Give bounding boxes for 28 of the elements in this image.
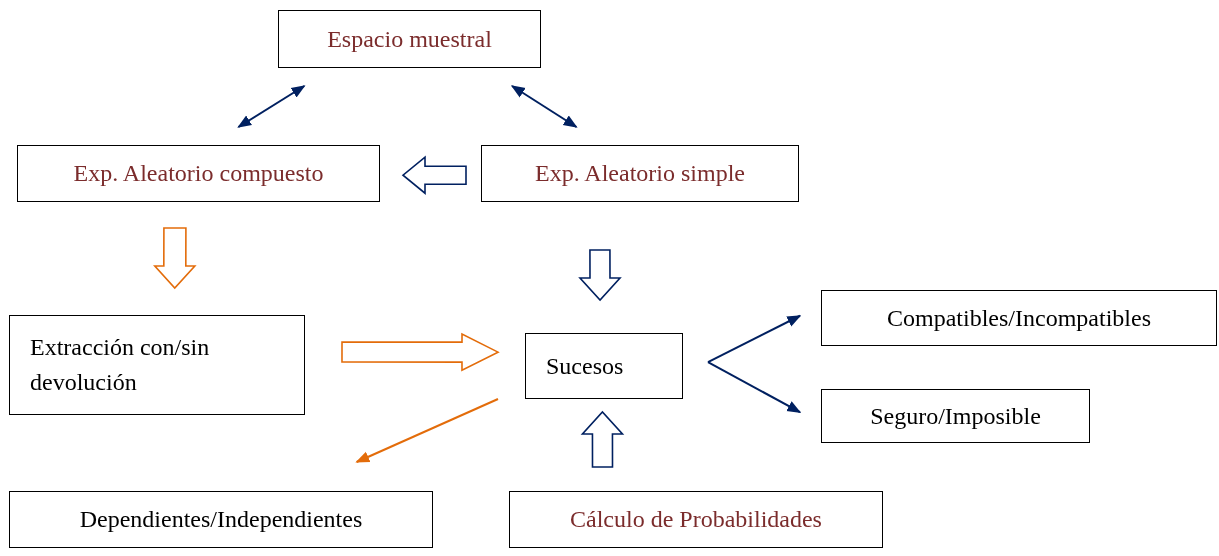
arrow (355, 398, 499, 463)
concept-box (821, 389, 1090, 443)
block-arrow (578, 249, 622, 302)
concept-box (525, 333, 683, 399)
node-label: Compatibles/Incompatibles (887, 303, 1151, 333)
arrow (510, 85, 578, 128)
concept-box (278, 10, 541, 68)
block-arrow (580, 410, 625, 468)
arrow (237, 85, 306, 128)
block-arrow (153, 227, 197, 290)
node-label: Extracción con/sin devolución (30, 333, 211, 397)
concept-box (821, 290, 1217, 346)
node-label: Seguro/Imposible (870, 401, 1041, 431)
arrow (707, 361, 802, 414)
concept-box (509, 491, 883, 548)
block-arrow (341, 332, 500, 372)
concept-box (9, 315, 305, 415)
concept-box (17, 145, 380, 202)
concept-box (9, 491, 433, 548)
concept-box (481, 145, 799, 202)
node-label: Sucesos (546, 351, 624, 381)
arrow (707, 314, 802, 364)
block-arrow (401, 155, 467, 195)
node-label: Exp. Aleatorio simple (535, 159, 745, 189)
node-label: Exp. Aleatorio compuesto (73, 159, 324, 189)
node-label: Dependientes/Independientes (79, 505, 363, 535)
node-label: Cálculo de Probabilidades (570, 505, 822, 535)
node-label: Espacio muestral (327, 24, 492, 54)
